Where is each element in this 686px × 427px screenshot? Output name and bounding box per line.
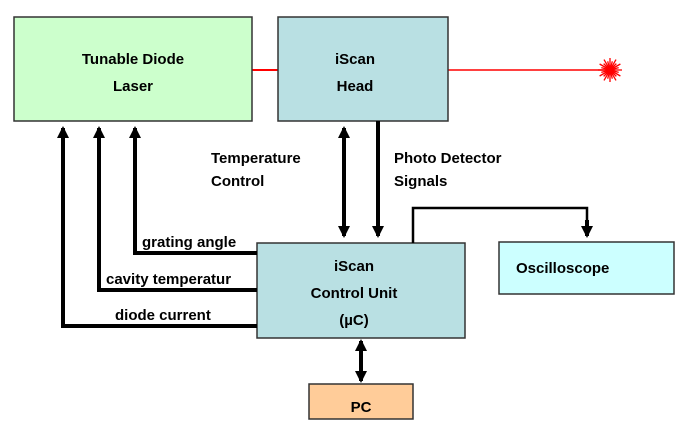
node-iscan-control-unit: iScan Control Unit (µC) bbox=[256, 242, 466, 339]
oscilloscope-title: Oscilloscope bbox=[516, 260, 609, 277]
control-title-line3: (µC) bbox=[339, 312, 368, 329]
oscilloscope-box bbox=[498, 241, 675, 295]
control-title-line2: Control Unit bbox=[311, 285, 398, 302]
oscilloscope-connector bbox=[411, 206, 589, 243]
node-iscan-head: iScan Head bbox=[277, 16, 449, 122]
control-title-line1: iScan bbox=[334, 258, 374, 275]
grating-angle-line bbox=[129, 126, 257, 255]
cavity-temperature-label: cavity temperatur bbox=[106, 271, 231, 288]
laser-starburst-icon bbox=[598, 58, 622, 82]
starburst-ray bbox=[609, 67, 619, 71]
edge-photo-detector-signals: Photo Detector Signals bbox=[372, 121, 502, 238]
edge-diode-current: diode current bbox=[57, 126, 257, 328]
grating-angle-label: grating angle bbox=[142, 234, 236, 251]
laser-title-line1: Tunable Diode bbox=[82, 51, 184, 68]
pc-box bbox=[308, 383, 414, 420]
head-title-line2: Head bbox=[337, 78, 374, 95]
cavity-temperature-line bbox=[93, 126, 257, 292]
laser-box bbox=[13, 16, 253, 122]
head-box bbox=[277, 16, 449, 122]
edge-to-oscilloscope bbox=[411, 206, 593, 243]
control-unit-box bbox=[256, 242, 466, 339]
head-title-line1: iScan bbox=[335, 51, 375, 68]
pc-title: PC bbox=[351, 399, 372, 416]
photo-detector-label-line1: Photo Detector bbox=[394, 150, 502, 167]
edge-cavity-temperature: cavity temperatur bbox=[93, 126, 257, 292]
temperature-control-label-line2: Control bbox=[211, 173, 264, 190]
node-tunable-diode-laser: Tunable Diode Laser bbox=[13, 16, 253, 122]
edge-grating-angle: grating angle bbox=[129, 126, 257, 255]
temperature-control-label-line1: Temperature bbox=[211, 150, 301, 167]
node-pc: PC bbox=[308, 383, 414, 420]
edge-temperature-control: Temperature Control bbox=[211, 126, 350, 238]
diode-current-label: diode current bbox=[115, 307, 211, 324]
photo-detector-label-line2: Signals bbox=[394, 173, 447, 190]
node-oscilloscope: Oscilloscope bbox=[498, 241, 675, 295]
diode-current-line bbox=[57, 126, 257, 328]
laser-title-line2: Laser bbox=[113, 78, 153, 95]
